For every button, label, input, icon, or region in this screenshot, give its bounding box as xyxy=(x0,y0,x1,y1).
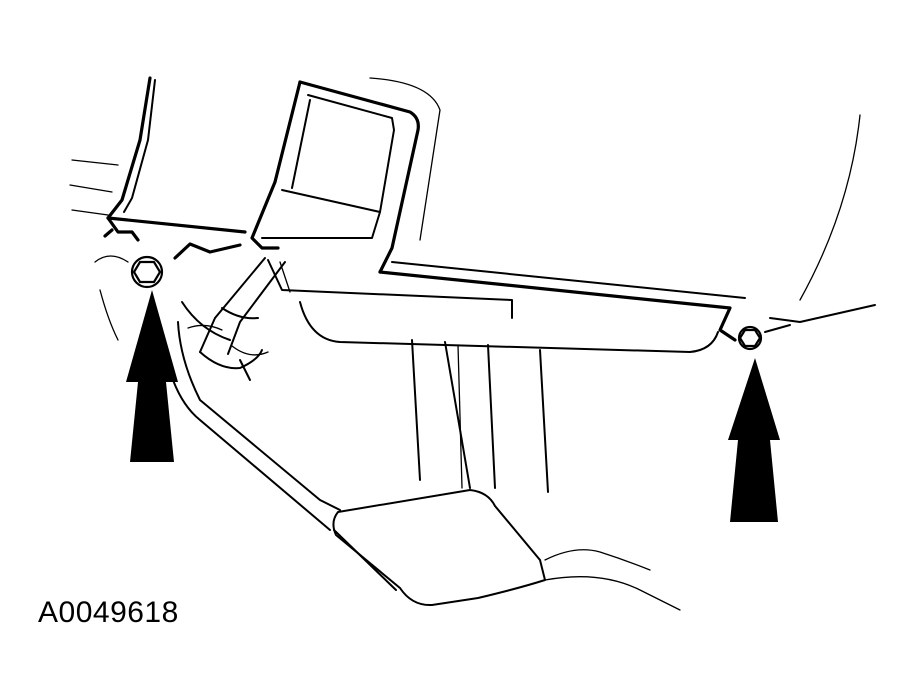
knee-bolster-panel xyxy=(250,77,513,319)
arrow-up-icon-right xyxy=(728,358,780,522)
steering-column xyxy=(187,257,286,381)
right-bolt xyxy=(737,325,763,351)
left-lower-panel xyxy=(103,76,247,260)
figure-id-caption: A0049618 xyxy=(38,596,179,629)
pedal-pad xyxy=(332,489,681,611)
left-bolt xyxy=(130,255,164,289)
left-background-edges xyxy=(69,159,129,341)
arrow-up-icon-left xyxy=(126,290,178,462)
pedal-bracket-lines xyxy=(164,301,549,531)
lower-trim-panel xyxy=(299,114,876,353)
